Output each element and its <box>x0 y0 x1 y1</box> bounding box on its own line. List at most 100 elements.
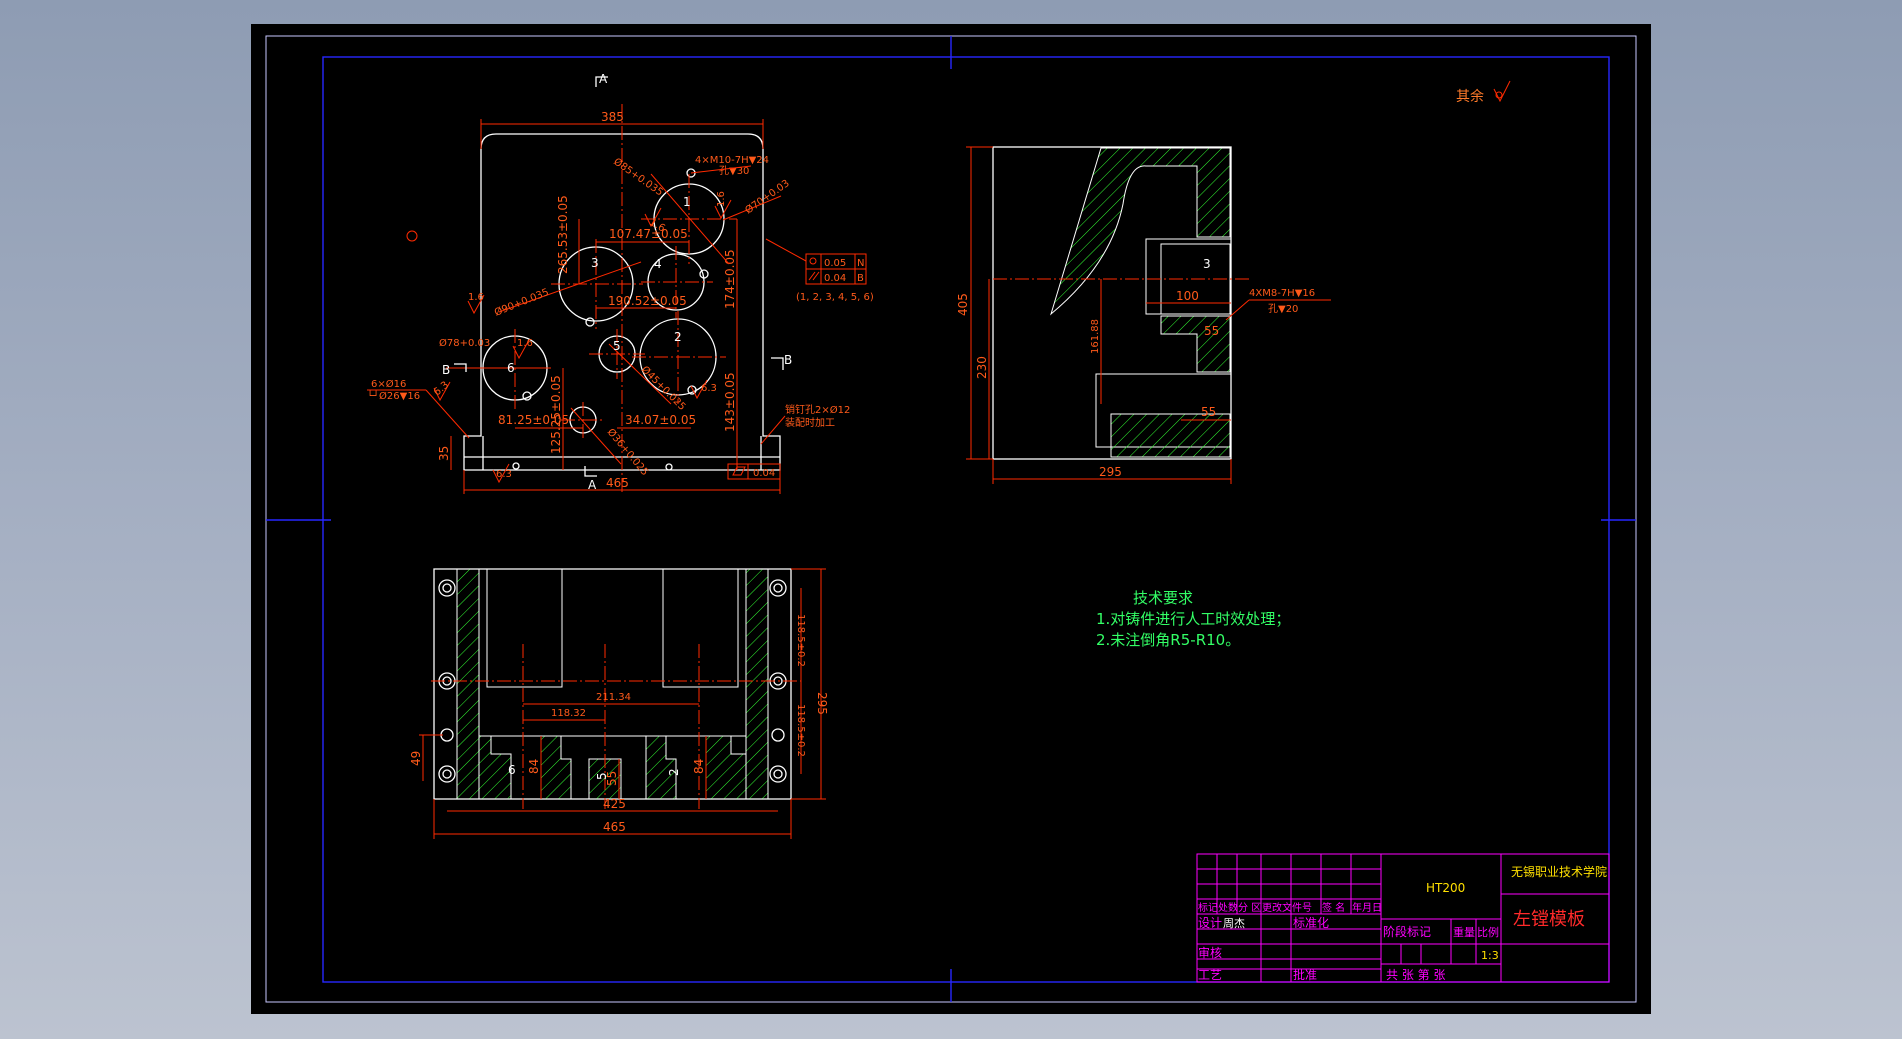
hole-list-note: (1, 2, 3, 4, 5, 6) <box>796 292 874 303</box>
tb-scale-label: 比例 <box>1477 925 1499 939</box>
dim-118: 118.32 <box>551 708 586 719</box>
dim-55a: 55 <box>1204 324 1219 338</box>
dim-35: 35 <box>437 446 451 461</box>
dim-465: 465 <box>603 820 626 834</box>
tech-requirements: 技术要求 1.对铸件进行人工时效处理； 2.未注倒角R5-R10。 <box>1096 589 1290 649</box>
tol-parallel-value: 0.04 <box>824 273 846 284</box>
dim-107: 107.47±0.05 <box>609 227 688 241</box>
flatness-icon <box>732 466 746 476</box>
tb-count: 处数 <box>1218 901 1238 914</box>
dim-bottom-width: 465 <box>606 476 629 490</box>
tolerance-frame: 0.05 N 0.04 B <box>765 238 867 285</box>
callout-pin-hole: 销钉孔2×Ø12 <box>785 403 850 416</box>
dim-211: 211.34 <box>596 692 631 703</box>
dim-d70: Ø70+0.03 <box>743 177 792 216</box>
section-a-bottom: A <box>588 478 597 492</box>
section-label-5: 5 <box>595 772 609 780</box>
tol-parallel-ref: B <box>857 273 864 284</box>
section-label-2: 2 <box>667 768 681 776</box>
hole-label-2: 2 <box>674 330 682 344</box>
school-name: 无锡职业技术学院 <box>1511 864 1607 879</box>
position-icon <box>809 257 817 265</box>
tb-zone: 分 区 <box>1238 902 1261 914</box>
section-bolt-holes <box>438 579 787 783</box>
tech-req-1: 1.对铸件进行人工时效处理； <box>1096 610 1290 628</box>
tb-standard-label: 标准化 <box>1293 916 1329 930</box>
callout-4x-m10-depth: 孔▼30 <box>719 165 749 177</box>
dim-d78: Ø78+0.03 <box>439 337 490 349</box>
hole-label-5: 5 <box>613 339 621 353</box>
tb-change: 更改文件号 <box>1262 901 1312 914</box>
callout-6x-counterbore: └┘Ø26▼16 <box>367 389 420 402</box>
dim-d85: Ø85+0.035 <box>611 156 665 199</box>
hole-label-6: 6 <box>507 361 515 375</box>
dim-49: 49 <box>409 751 423 766</box>
section-label-6: 6 <box>508 763 516 777</box>
tb-scale: 1:3 <box>1481 949 1499 962</box>
callout-4x-m10: 4×M10-7H▼24 <box>695 155 769 166</box>
title-block: HT200 无锡职业技术学院 左镗模板 标记 处数 分 区 更改文件号 签 名 … <box>1196 853 1610 983</box>
dim-84b: 84 <box>692 759 706 774</box>
dim-174: 174±0.05 <box>723 249 737 309</box>
tb-date: 年月日 <box>1352 901 1382 914</box>
section-a-top: A <box>599 72 608 86</box>
dim-top-width: 385 <box>601 110 624 124</box>
hole-label-1: 1 <box>683 195 691 209</box>
dim-34: 34.07±0.05 <box>625 413 696 427</box>
dim-265: 265.53±0.05 <box>556 195 570 274</box>
callout-pin-hole-note: 装配时加工 <box>785 416 835 429</box>
dim-190: 190.52±0.05 <box>608 294 687 308</box>
callout-4xm8-depth: 孔▼20 <box>1268 303 1298 315</box>
tb-approve-label: 批准 <box>1293 967 1317 982</box>
drawing-name: 左镗模板 <box>1513 909 1585 930</box>
dim-230: 230 <box>975 356 989 379</box>
tb-mark: 标记 <box>1198 902 1218 914</box>
material: HT200 <box>1426 881 1465 895</box>
roughness-5: 6.3 <box>701 383 717 394</box>
tol-position-value: 0.05 <box>824 258 846 269</box>
roughness-note: 其余 <box>1456 88 1484 105</box>
callout-4xm8: 4XM8-7H▼16 <box>1249 288 1315 299</box>
tb-review-label: 审核 <box>1198 945 1222 960</box>
tb-weight-label: 重量 <box>1453 925 1475 939</box>
dim-81: 81.25±0.05 <box>498 413 569 427</box>
hole-label-3: 3 <box>591 256 599 270</box>
side-view-label: 3 <box>1203 257 1211 271</box>
cad-drawing: 其余 <box>265 35 1637 1003</box>
dim-55b: 55 <box>1201 405 1216 419</box>
dim-161: 161.88 <box>1090 319 1101 354</box>
roughness-3: 1.6 <box>468 292 484 303</box>
tb-stage-label: 阶段标记 <box>1383 924 1431 939</box>
tech-req-title: 技术要求 <box>1133 589 1193 607</box>
tb-process-label: 工艺 <box>1198 968 1222 982</box>
dim-295: 295 <box>1099 465 1122 479</box>
tb-sheet-info: 共 张 第 张 <box>1386 968 1445 982</box>
roughness-7: 6.3 <box>432 380 451 399</box>
roughness-symbol-icon <box>1493 80 1511 103</box>
drawing-sheet: 其余 <box>251 24 1651 1014</box>
dim-d45: Ø45+0.025 <box>639 364 688 413</box>
dim-143: 143±0.05 <box>723 372 737 432</box>
roughness-2: 1.6 <box>716 191 727 207</box>
outer-frame <box>265 35 1637 1003</box>
section-b-left: B <box>442 363 450 377</box>
dim-section-295: 295 <box>815 692 829 715</box>
dim-d90: Ø90+0.035 <box>493 286 551 319</box>
section-view: 6 5 2 425 465 211.34 118.32 295 118.5±0.… <box>409 568 829 839</box>
roughness-4: 1.6 <box>517 338 533 349</box>
front-view: 385 465 107.47±0.05 190.52±0.05 265.53±0… <box>367 72 874 494</box>
tol-position-ref: N <box>857 258 864 269</box>
dim-125: 125.25±0.05 <box>549 375 563 454</box>
tb-sign: 签 名 <box>1322 901 1345 914</box>
flatness-value: 0.04 <box>753 468 775 479</box>
dim-118a: 118.5±0.2 <box>795 614 806 667</box>
dim-100: 100 <box>1176 289 1199 303</box>
side-view: 3 405 230 161.88 295 100 55 55 4XM8-7H▼1… <box>956 146 1331 484</box>
dim-118b: 118.5±0.2 <box>795 704 806 757</box>
callout-6x-d16: 6×Ø16 <box>371 378 406 390</box>
dim-425: 425 <box>603 797 626 811</box>
dim-405: 405 <box>956 293 970 316</box>
section-b-right: B <box>784 353 792 367</box>
dim-84a: 84 <box>527 759 541 774</box>
dim-section-55: 55 <box>605 771 619 786</box>
